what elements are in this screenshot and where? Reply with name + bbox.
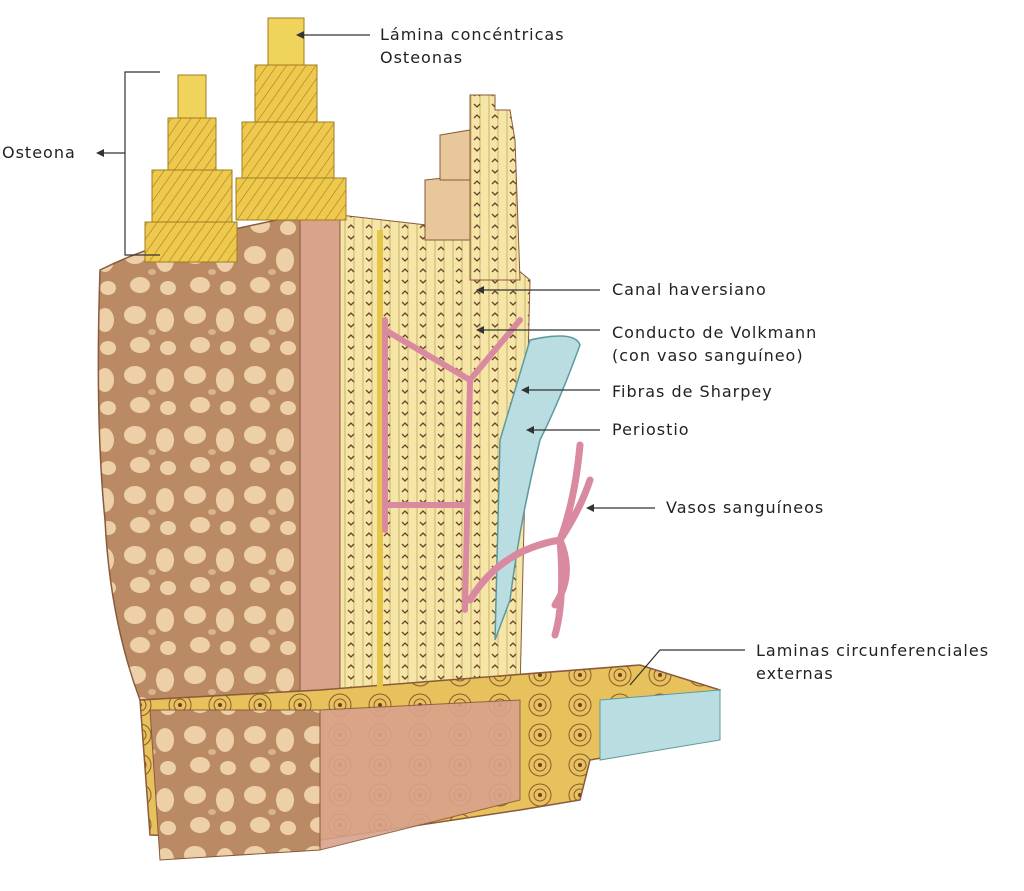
volkmann-vessel: [382, 317, 523, 613]
label-laminas-1: Laminas circunferenciales: [756, 641, 990, 660]
label-volkmann-1: Conducto de Volkmann: [612, 323, 818, 342]
label-sharpey: Fibras de Sharpey: [612, 382, 773, 401]
stepped-lamellae: [469, 94, 521, 281]
periosteum: [494, 335, 581, 641]
label-canal: Canal haversiano: [612, 280, 767, 299]
label-osteonas: Osteonas: [380, 48, 464, 67]
blood-vessels: [466, 441, 594, 639]
osteon-cylinder-left: [144, 74, 238, 263]
compact-bone-face: [299, 214, 341, 706]
spongy-bone: [97, 214, 319, 701]
label-osteona: Osteona: [2, 143, 76, 162]
osteon-cylinder-right: [235, 17, 347, 221]
label-volkmann-2: (con vaso sanguíneo): [612, 346, 804, 365]
label-lamina: Lámina concéntricas: [380, 25, 565, 44]
label-laminas-2: externas: [756, 664, 834, 683]
label-vasos: Vasos sanguíneos: [666, 498, 825, 517]
label-periostio: Periostio: [612, 420, 690, 439]
